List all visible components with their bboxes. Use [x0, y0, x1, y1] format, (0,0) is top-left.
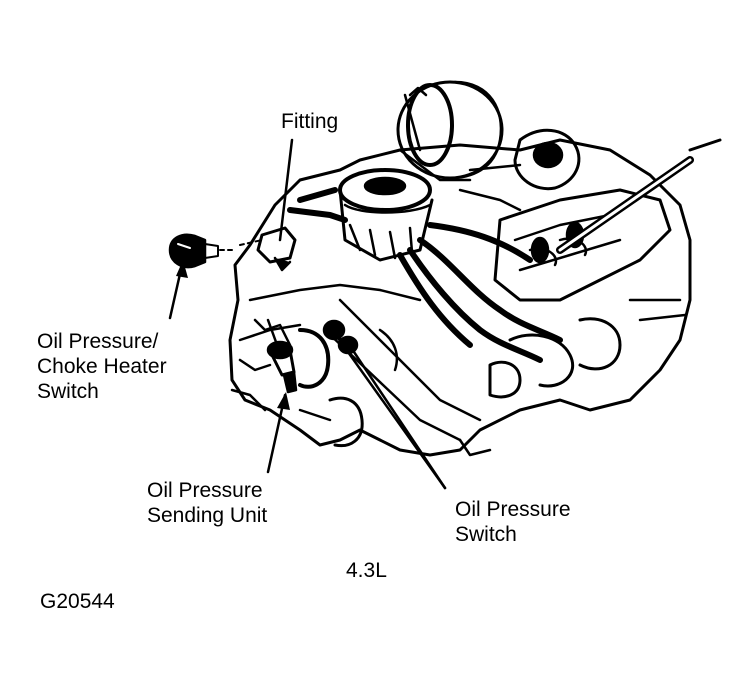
- exhaust-manifold: [488, 298, 687, 399]
- distributor: [338, 168, 434, 262]
- label-line: Sending Unit: [147, 504, 268, 527]
- engine-block: [228, 138, 692, 457]
- label-fitting: Fitting: [281, 110, 338, 134]
- label-line: Switch: [37, 380, 99, 403]
- label-line: Choke Heater: [37, 355, 167, 378]
- choke-heater-switch-part: [168, 233, 236, 269]
- valve-cover: [493, 188, 672, 302]
- arrowheads: [176, 260, 352, 410]
- label-fitting-text: Fitting: [281, 110, 339, 133]
- sending-unit-arrow: [277, 392, 290, 410]
- choke-switch-arrow: [176, 260, 188, 278]
- oil-switch-leader-2: [352, 350, 447, 490]
- label-oil-pressure-switch: Oil Pressure Switch: [455, 498, 571, 547]
- sending-unit-part: [266, 318, 298, 394]
- engine-size-text: 4.3L: [346, 559, 387, 582]
- figure-code-label: G20544: [40, 590, 115, 614]
- label-line: Oil Pressure: [147, 479, 263, 502]
- throttle-cable: [556, 138, 722, 254]
- figure-code-text: G20544: [40, 590, 115, 613]
- label-oil-pressure-sending-unit: Oil Pressure Sending Unit: [147, 479, 267, 528]
- fitting-leader: [278, 138, 294, 242]
- label-line: Switch: [455, 523, 517, 546]
- leader-lines: [168, 138, 447, 490]
- carburetor: [458, 128, 581, 212]
- label-line: Oil Pressure/: [37, 330, 159, 353]
- label-line: Oil Pressure: [455, 498, 571, 521]
- oil-switch-arrow: [338, 336, 352, 352]
- fitting-part: [239, 226, 297, 272]
- engine-size-label: 4.3L: [346, 559, 387, 583]
- spark-plug-wires: [287, 187, 563, 363]
- label-oil-pressure-choke-heater-switch: Oil Pressure/ Choke Heater Switch: [37, 330, 167, 404]
- vacuum-booster: [396, 80, 504, 182]
- oil-pressure-switch-part: [322, 319, 359, 355]
